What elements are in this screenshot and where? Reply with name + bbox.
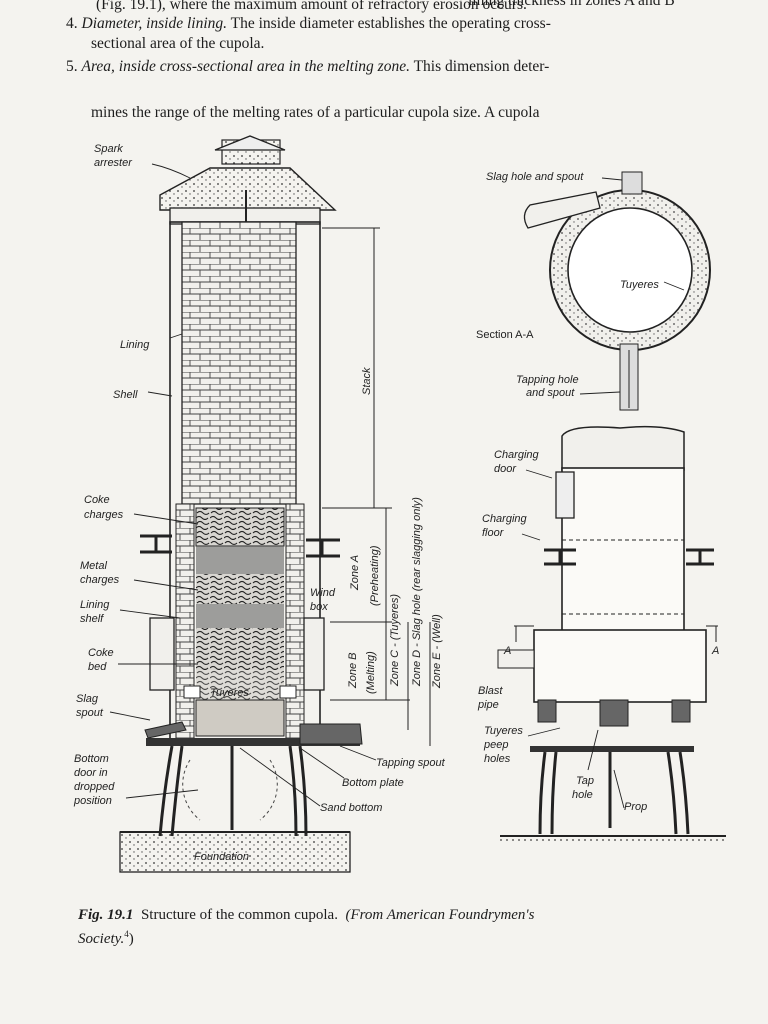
label-bottom-door-1: Bottom	[74, 753, 109, 765]
label-zone-e: Zone E - (Well)	[431, 614, 443, 689]
label-tuyeres-peep-1: Tuyeres	[484, 725, 523, 737]
label-blast-pipe-1: Blast	[478, 685, 503, 697]
list-item-4: 4. Diameter, inside lining. The inside d…	[66, 14, 551, 33]
label-coke-charges-2: charges	[84, 509, 124, 521]
label-spark-arrester-2: arrester	[94, 157, 133, 169]
list-item-5: 5. Area, inside cross-sectional area in …	[66, 57, 549, 76]
label-tuyeres-peep-3: holes	[484, 753, 511, 765]
label-charging-floor-2: floor	[482, 527, 505, 539]
label-charging-floor-1: Charging	[482, 513, 528, 525]
label-marker-a-right: A	[711, 645, 719, 657]
item-4-title: Diameter, inside lining.	[81, 15, 228, 32]
caption-fig-number: Fig. 19.1	[78, 907, 134, 923]
label-tapping-hole-1: Tapping hole	[516, 374, 579, 386]
label-metal-charges-2: charges	[80, 574, 120, 586]
item-5-number: 5.	[66, 58, 78, 75]
text-line-0-right: lining thickness in zones A and B	[468, 0, 675, 10]
text-line-0: (Fig. 19.1), where the maximum amount of…	[96, 0, 527, 14]
caption-source-2: Society.	[78, 931, 125, 947]
list-item-5-cont: mines the range of the melting rates of …	[91, 103, 539, 122]
label-slag-spout-1: Slag	[76, 693, 99, 705]
caption-title: Structure of the common cupola.	[140, 907, 338, 923]
label-section-a-a: Section A-A	[476, 329, 534, 341]
label-stack: Stack	[361, 367, 373, 395]
label-tuyeres-right: Tuyeres	[620, 279, 659, 291]
label-bottom-door-2: door in	[74, 767, 108, 779]
label-tapping-spout: Tapping spout	[376, 757, 446, 769]
label-wind-box-2: box	[310, 601, 328, 613]
label-slag-spout-2: spout	[76, 707, 104, 719]
item-5-text: This dimension deter-	[413, 58, 550, 75]
text-line-0-top: lining thickness in zones A and B	[468, 0, 675, 9]
text-line-0-start: (Fig. 19.1), where the maximum amount of…	[96, 0, 527, 13]
caption-source-1: (From American Foundrymen's	[345, 907, 535, 923]
zone-dimension-lines	[322, 227, 431, 746]
label-tapping-hole-2: and spout	[526, 387, 575, 399]
label-marker-a-left: A	[503, 645, 511, 657]
item-4-number: 4.	[66, 15, 78, 32]
label-metal-charges-1: Metal	[80, 560, 107, 572]
label-sand-bottom: Sand bottom	[320, 802, 382, 814]
label-preheating: (Preheating)	[369, 545, 381, 606]
item-4-continuation: sectional area of the cupola.	[91, 35, 265, 52]
label-zone-a: Zone A	[349, 555, 361, 591]
list-item-4-cont: sectional area of the cupola.	[91, 34, 264, 53]
label-foundation: Foundation	[194, 851, 249, 863]
label-tuyeres-left: Tuyeres	[210, 687, 249, 699]
caption-footnote-mark: 4	[124, 929, 129, 939]
label-lining-shelf-1: Lining	[80, 599, 110, 611]
label-charging-door-1: Charging	[494, 449, 540, 461]
cupola-cross-section	[119, 135, 363, 873]
label-lining-shelf-2: shelf	[80, 613, 104, 625]
label-bottom-plate: Bottom plate	[342, 777, 404, 789]
label-wind-box-1: Wind	[310, 587, 336, 599]
item-5-title: Area, inside cross-sectional area in the…	[81, 58, 410, 75]
label-coke-charges-1: Coke	[84, 494, 110, 506]
label-melting: (Melting)	[365, 651, 377, 694]
figure-caption: Fig. 19.1 Structure of the common cupola…	[78, 906, 698, 949]
label-charging-door-2: door	[494, 463, 517, 475]
label-bottom-door-3: dropped	[74, 781, 115, 793]
label-tap-hole-1: Tap	[576, 775, 594, 787]
label-slag-hole-spout: Slag hole and spout	[486, 171, 584, 183]
label-zone-b: Zone B	[347, 653, 359, 689]
section-a-a-drawing	[523, 171, 711, 411]
label-tap-hole-2: hole	[572, 789, 593, 801]
label-coke-bed-1: Coke	[88, 647, 114, 659]
label-bottom-door-4: position	[73, 795, 112, 807]
caption-source-end: )	[128, 931, 134, 947]
label-spark-arrester-1: Spark	[94, 143, 123, 155]
label-shell: Shell	[113, 389, 138, 401]
label-tuyeres-peep-2: peep	[483, 739, 508, 751]
label-prop: Prop	[624, 801, 647, 813]
label-coke-bed-2: bed	[88, 661, 107, 673]
label-lining: Lining	[120, 339, 150, 351]
label-zone-d: Zone D - Slag hole (rear slagging only)	[411, 497, 423, 687]
item-5-continuation: mines the range of the melting rates of …	[91, 104, 540, 121]
item-4-text: The inside diameter establishes the oper…	[230, 15, 551, 32]
cupola-exterior-view	[497, 425, 726, 841]
label-blast-pipe-2: pipe	[477, 699, 499, 711]
label-zone-c: Zone C - (Tuyeres)	[389, 594, 401, 687]
